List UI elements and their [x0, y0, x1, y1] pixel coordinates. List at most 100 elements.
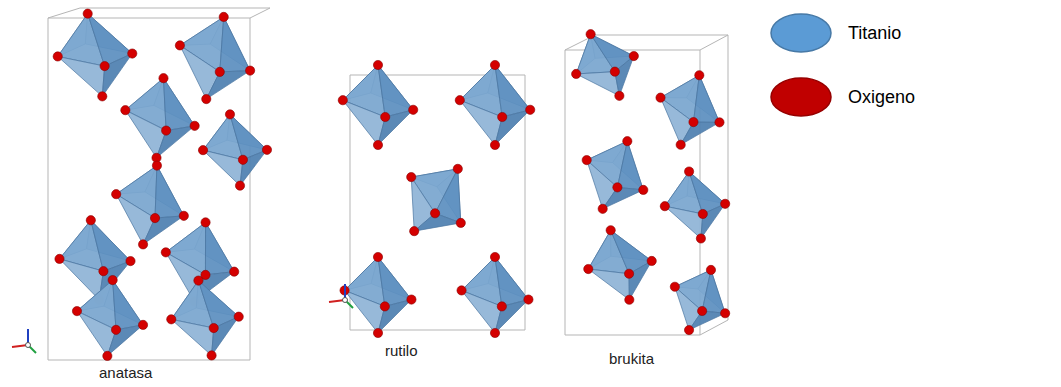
oxygen-atom: [613, 183, 622, 192]
oxygen-atom: [610, 67, 619, 76]
oxygen-atom: [138, 320, 147, 329]
tio6-octahedron: [455, 60, 535, 149]
octahedron-face: [378, 300, 411, 333]
oxygen-atom: [234, 312, 243, 321]
oxygen-atom: [689, 118, 698, 127]
oxygen-atom: [159, 74, 168, 83]
oxygen-atom: [524, 295, 533, 304]
oxygen-atom: [128, 49, 137, 58]
cell-edge: [250, 8, 270, 18]
octahedron-face: [665, 206, 703, 238]
octahedron-face: [693, 75, 719, 122]
oxygen-atom: [660, 202, 669, 211]
cell-edge: [48, 18, 250, 360]
oxygen-atom: [373, 328, 382, 337]
structure-label: rutilo: [382, 342, 421, 359]
octahedron-face: [378, 110, 413, 145]
legend-swatch-svg: [768, 12, 834, 54]
octahedron-face: [163, 78, 194, 130]
octahedron-face: [143, 216, 184, 245]
oxygen-atom: [715, 118, 724, 127]
oxygen-atom: [152, 161, 161, 170]
oxygen-atom: [584, 264, 593, 273]
cell-edge: [80, 8, 270, 9]
oxygen-atom: [453, 164, 462, 173]
tio6-octahedron: [72, 275, 147, 360]
oxygen-atom: [625, 295, 634, 304]
oxygen-atom: [497, 302, 506, 311]
oxygen-atom: [381, 112, 390, 121]
octahedron-face: [701, 204, 725, 239]
axis-triad: [329, 284, 353, 308]
oxygen-atom: [111, 325, 120, 334]
oxygen-atom: [86, 216, 95, 225]
oxygen-atom: [676, 140, 685, 149]
octahedron-face: [205, 222, 234, 274]
octahedron-face: [220, 17, 250, 72]
oxygen-atom: [53, 52, 62, 61]
octahedron-face: [462, 290, 502, 333]
tio6-octahedron: [572, 30, 639, 101]
oxygen-atom: [235, 181, 244, 190]
oxygen-atom: [83, 9, 92, 18]
oxygen-atom: [695, 71, 704, 80]
oxygen-atom: [99, 267, 108, 276]
tio6-octahedron: [167, 276, 244, 360]
oxygen-atom: [202, 94, 211, 103]
octahedron-face: [702, 270, 725, 313]
tio6-octahedron: [660, 167, 730, 243]
oxygen-atom: [162, 126, 171, 135]
oxygen-atom: [624, 269, 633, 278]
oxygen-atom: [696, 234, 705, 243]
axis-origin: [343, 298, 348, 303]
structure-label: brukita: [606, 350, 657, 367]
legend-text: Oxigeno: [848, 76, 915, 118]
oxygen-atom: [582, 156, 591, 165]
oxygen-atom: [670, 282, 679, 291]
oxygen-atom: [201, 218, 210, 227]
oxygen-atom: [490, 140, 499, 149]
octahedron-face: [155, 166, 184, 218]
oxygen-atom: [706, 265, 715, 274]
legend-text: Titanio: [848, 12, 901, 54]
oxygen-atom: [490, 252, 499, 261]
oxygen-atom: [194, 276, 203, 285]
octahedron-face: [171, 319, 213, 355]
oxygen-atom: [150, 213, 159, 222]
tio6-octahedron: [457, 252, 533, 337]
oxygen-atom: [246, 66, 255, 75]
structure-label-box: rutilo: [382, 342, 421, 360]
oxygen-atom: [126, 256, 135, 265]
octahedron-face: [495, 300, 528, 333]
oxygen-atom: [647, 256, 656, 265]
legend-swatch: [771, 78, 831, 116]
oxygen-atom: [98, 92, 107, 101]
legend-swatch: [771, 14, 831, 52]
oxygen-atom: [373, 252, 382, 261]
octahedron-face: [495, 110, 530, 145]
oxygen-atom: [380, 302, 389, 311]
oxygen-atom: [373, 140, 382, 149]
oxygen-atom: [410, 227, 419, 236]
tio6-octahedron: [340, 252, 416, 337]
oxygen-atom: [629, 51, 638, 60]
oxygen-atom: [656, 93, 665, 102]
oxygen-atom: [721, 309, 730, 318]
oxygen-atom: [684, 167, 693, 176]
octahedron-face: [689, 311, 725, 330]
tio6-octahedron: [53, 9, 137, 101]
oxygen-atom: [230, 267, 239, 276]
tio6-octahedron: [656, 71, 724, 150]
octahedron-face: [378, 65, 413, 117]
oxygen-atom: [179, 211, 188, 220]
octahedron-face: [495, 65, 530, 117]
tio6-octahedron: [175, 12, 254, 103]
oxygen-atom: [100, 61, 109, 70]
oxygen-atom: [112, 190, 121, 199]
tio6-octahedron: [338, 60, 418, 149]
oxygen-atom: [167, 315, 176, 324]
oxygen-atom: [207, 351, 216, 360]
tio6-octahedron: [407, 164, 466, 235]
